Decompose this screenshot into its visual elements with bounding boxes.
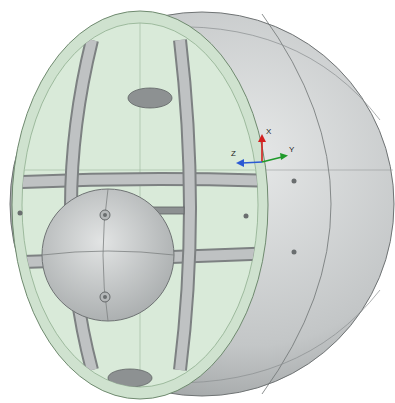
hole [292, 179, 297, 184]
hole [18, 211, 23, 216]
axis-label: Z [231, 150, 236, 158]
hole [244, 214, 249, 219]
seam [262, 170, 393, 171]
cut-face [12, 11, 268, 399]
axis-label: Y [289, 146, 294, 154]
hub [42, 189, 174, 321]
axis-label: X [266, 128, 271, 136]
inner-face [22, 23, 258, 387]
shell [10, 12, 394, 396]
seam [262, 14, 331, 394]
ribs [20, 23, 300, 387]
hole [292, 250, 297, 255]
axis-triad [236, 134, 288, 167]
